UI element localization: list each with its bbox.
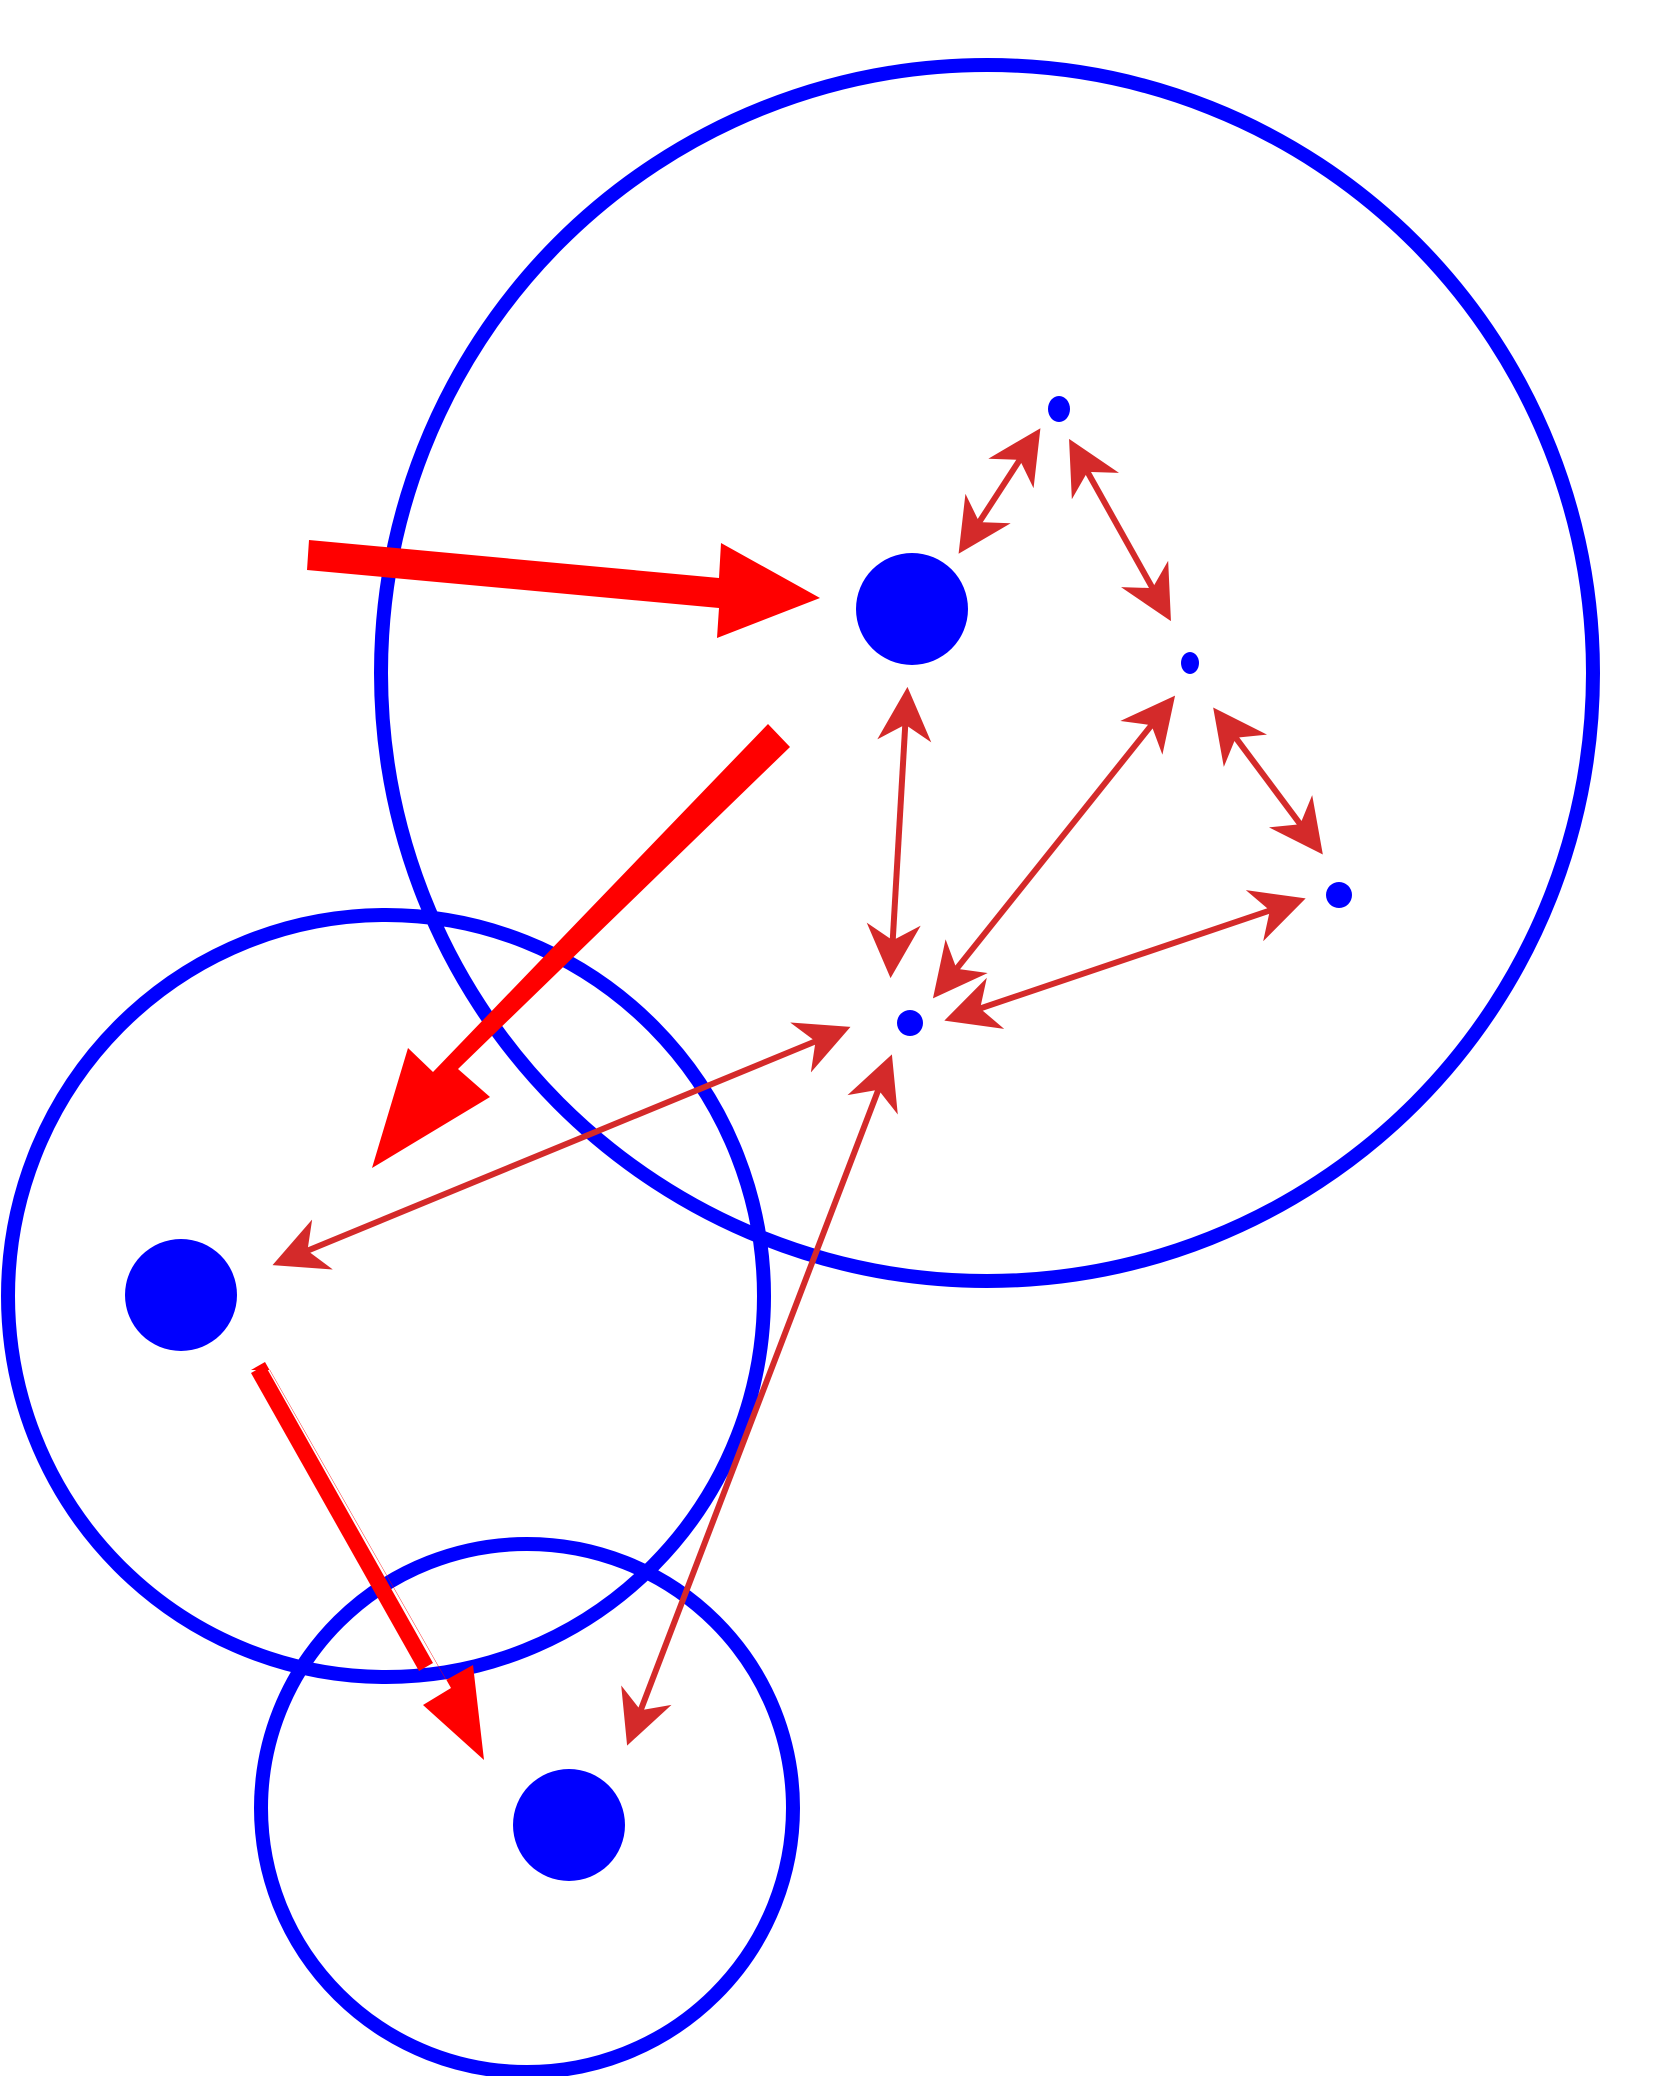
link-arrow-right-dot-to-center-dot <box>932 695 1176 999</box>
right-small-dot <box>1181 652 1199 674</box>
large-boundary-circle <box>374 58 1600 1288</box>
boundary-circles <box>1 58 1600 2076</box>
link-arrow-center-dot-to-bottom-node <box>621 1054 898 1746</box>
nodes <box>125 396 1352 1881</box>
thick-arrow-upper-node-to-left-node <box>372 724 790 1168</box>
top-small-dot <box>1048 396 1070 422</box>
link-arrow-upper-node-to-center-dot <box>866 686 932 979</box>
link-arrow-top-dot-to-right-dot <box>1069 438 1171 622</box>
upper-large-node <box>856 553 968 665</box>
link-arrow-far-right-dot-to-center-dot <box>944 890 1306 1029</box>
link-arrow-right-dot-to-far-right-dot <box>1213 707 1323 855</box>
far-right-small-dot <box>1326 882 1352 908</box>
thick-arrow-left-node-to-bottom-node-shaft <box>251 1365 433 1671</box>
thick-arrows <box>251 540 820 1760</box>
link-arrow-top-dot-to-upper-node <box>958 428 1041 554</box>
middle-boundary-circle <box>1 908 771 1684</box>
left-large-node <box>125 1239 237 1351</box>
link-arrows <box>272 428 1323 1746</box>
thick-arrow-left-to-upper-node <box>307 540 820 638</box>
thick-arrow-left-node-to-bottom-node <box>251 1362 484 1760</box>
small-boundary-circle <box>254 1537 800 2076</box>
center-small-dot <box>897 1010 923 1036</box>
bottom-large-node <box>513 1769 625 1881</box>
